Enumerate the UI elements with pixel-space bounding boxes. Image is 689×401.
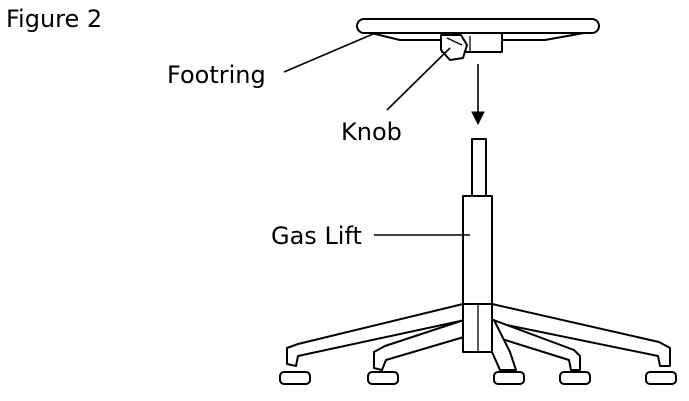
- knob-label: Knob: [341, 118, 402, 146]
- gas-lift: [462, 138, 493, 307]
- knob-leader: [386, 47, 451, 111]
- footring-label: Footring: [167, 61, 266, 89]
- base: [286, 303, 671, 371]
- footring: [356, 18, 600, 53]
- gas-lift-label: Gas Lift: [271, 222, 362, 250]
- insert-arrow: [471, 64, 485, 126]
- knob: [440, 34, 468, 61]
- base-glides: [279, 371, 677, 385]
- footring-leader: [283, 33, 374, 73]
- figure-title: Figure 2: [6, 5, 102, 33]
